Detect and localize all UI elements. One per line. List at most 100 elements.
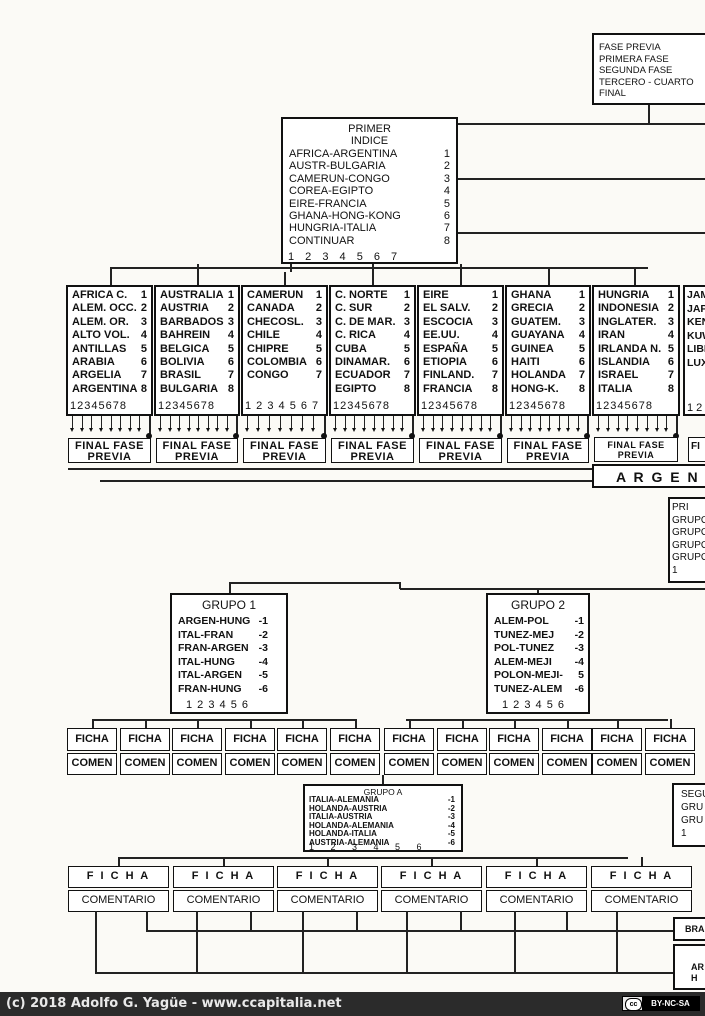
phase-item[interactable]: TERCERO - CUARTO bbox=[599, 76, 694, 88]
comen-button[interactable]: COMEN bbox=[67, 753, 117, 775]
final-fase-partial-button[interactable]: FI bbox=[688, 437, 705, 462]
phase-item[interactable]: FASE PREVIA bbox=[599, 42, 661, 53]
partial-country-item[interactable]: LUX bbox=[687, 356, 705, 369]
partial-country-item[interactable]: LIBE bbox=[687, 343, 705, 355]
match-item[interactable]: FRAN-HUNG-6 bbox=[178, 683, 268, 697]
ficha-button[interactable]: FICHA bbox=[120, 728, 170, 751]
match-item[interactable]: AUSTRIA-ALEMANIA-6 bbox=[309, 838, 455, 848]
country-item[interactable]: DINAMAR.6 bbox=[332, 356, 414, 369]
phase-item[interactable]: PRIMERA FASE bbox=[599, 53, 669, 65]
match-item[interactable]: ITAL-ARGEN-5 bbox=[178, 669, 268, 683]
match-item[interactable]: HOLANDA-ALEMANIA-4 bbox=[309, 821, 455, 831]
comen-button[interactable]: COMEN bbox=[542, 753, 592, 775]
country-item[interactable]: HONG-K.8 bbox=[508, 383, 589, 396]
comentario-button[interactable]: COMENTARIO bbox=[173, 890, 274, 912]
ficha-button[interactable]: FICHA bbox=[542, 728, 592, 751]
comentario-button[interactable]: COMENTARIO bbox=[277, 890, 378, 912]
country-item[interactable]: ALEM. OCC.2 bbox=[69, 302, 151, 315]
comen-button[interactable]: COMEN bbox=[120, 753, 170, 775]
comentario-button[interactable]: COMENTARIO bbox=[381, 890, 482, 912]
match-item[interactable]: ITAL-HUNG-4 bbox=[178, 656, 268, 670]
prim-partial-item[interactable]: 1 bbox=[672, 564, 678, 576]
prim-partial-item[interactable]: GRUPO bbox=[672, 514, 705, 526]
match-item[interactable]: POL-TUNEZ-3 bbox=[494, 642, 584, 656]
seg-partial-item[interactable]: 1 bbox=[681, 828, 687, 839]
seg-partial-item[interactable]: GRU bbox=[681, 815, 704, 826]
match-item[interactable]: ITALIA-ALEMANIA-1 bbox=[309, 795, 455, 805]
prim-partial-item[interactable]: GRUPO bbox=[672, 552, 705, 563]
country-item[interactable]: EE.UU.4 bbox=[420, 329, 502, 342]
match-item[interactable]: FRAN-ARGEN-3 bbox=[178, 642, 268, 656]
ficha-wide-button[interactable]: F I C H A bbox=[591, 866, 692, 888]
country-item[interactable]: IRLANDA N.5 bbox=[595, 343, 678, 356]
ficha-button[interactable]: FICHA bbox=[437, 728, 487, 751]
comentario-button[interactable]: COMENTARIO bbox=[591, 890, 692, 912]
seg-partial-item[interactable]: SEGU bbox=[681, 789, 705, 800]
country-item[interactable]: CHECOSL.3 bbox=[244, 316, 326, 329]
match-item[interactable]: ITAL-FRAN-2 bbox=[178, 629, 268, 643]
partial-country-item[interactable]: JAM bbox=[687, 289, 705, 301]
ficha-button[interactable]: FICHA bbox=[277, 728, 327, 751]
ficha-wide-button[interactable]: F I C H A bbox=[68, 866, 169, 888]
comen-button[interactable]: COMEN bbox=[437, 753, 487, 775]
comen-button[interactable]: COMEN bbox=[592, 753, 642, 775]
ficha-button[interactable]: FICHA bbox=[225, 728, 275, 751]
country-item[interactable]: ALEM. OR.3 bbox=[69, 316, 151, 329]
match-item[interactable]: ITALIA-AUSTRIA-3 bbox=[309, 813, 455, 822]
ficha-button[interactable]: FICHA bbox=[172, 728, 222, 751]
seg-partial-item[interactable]: GRU bbox=[681, 802, 704, 813]
match-item[interactable]: HOLANDA-AUSTRIA-2 bbox=[309, 804, 455, 814]
argentina-bar[interactable]: A R G E N T bbox=[592, 464, 705, 488]
comentario-button[interactable]: COMENTARIO bbox=[486, 890, 587, 912]
cc-license-badge[interactable]: cc BY-NC-SA bbox=[622, 996, 700, 1011]
ficha-button[interactable]: FICHA bbox=[489, 728, 539, 751]
match-item[interactable]: ALEM-MEJI-4 bbox=[494, 656, 584, 670]
match-item[interactable]: ARGEN-HUNG-1 bbox=[178, 615, 268, 629]
match-item[interactable]: TUNEZ-ALEM-6 bbox=[494, 683, 584, 697]
comen-button[interactable]: COMEN bbox=[172, 753, 222, 775]
country-item[interactable]: C. DE MAR.3 bbox=[332, 316, 414, 329]
prim-partial-item[interactable]: GRUPO bbox=[672, 539, 705, 551]
match-item[interactable]: TUNEZ-MEJ-2 bbox=[494, 629, 584, 643]
country-item[interactable]: INGLATER.3 bbox=[595, 316, 678, 329]
comentario-button[interactable]: COMENTARIO bbox=[68, 890, 169, 912]
